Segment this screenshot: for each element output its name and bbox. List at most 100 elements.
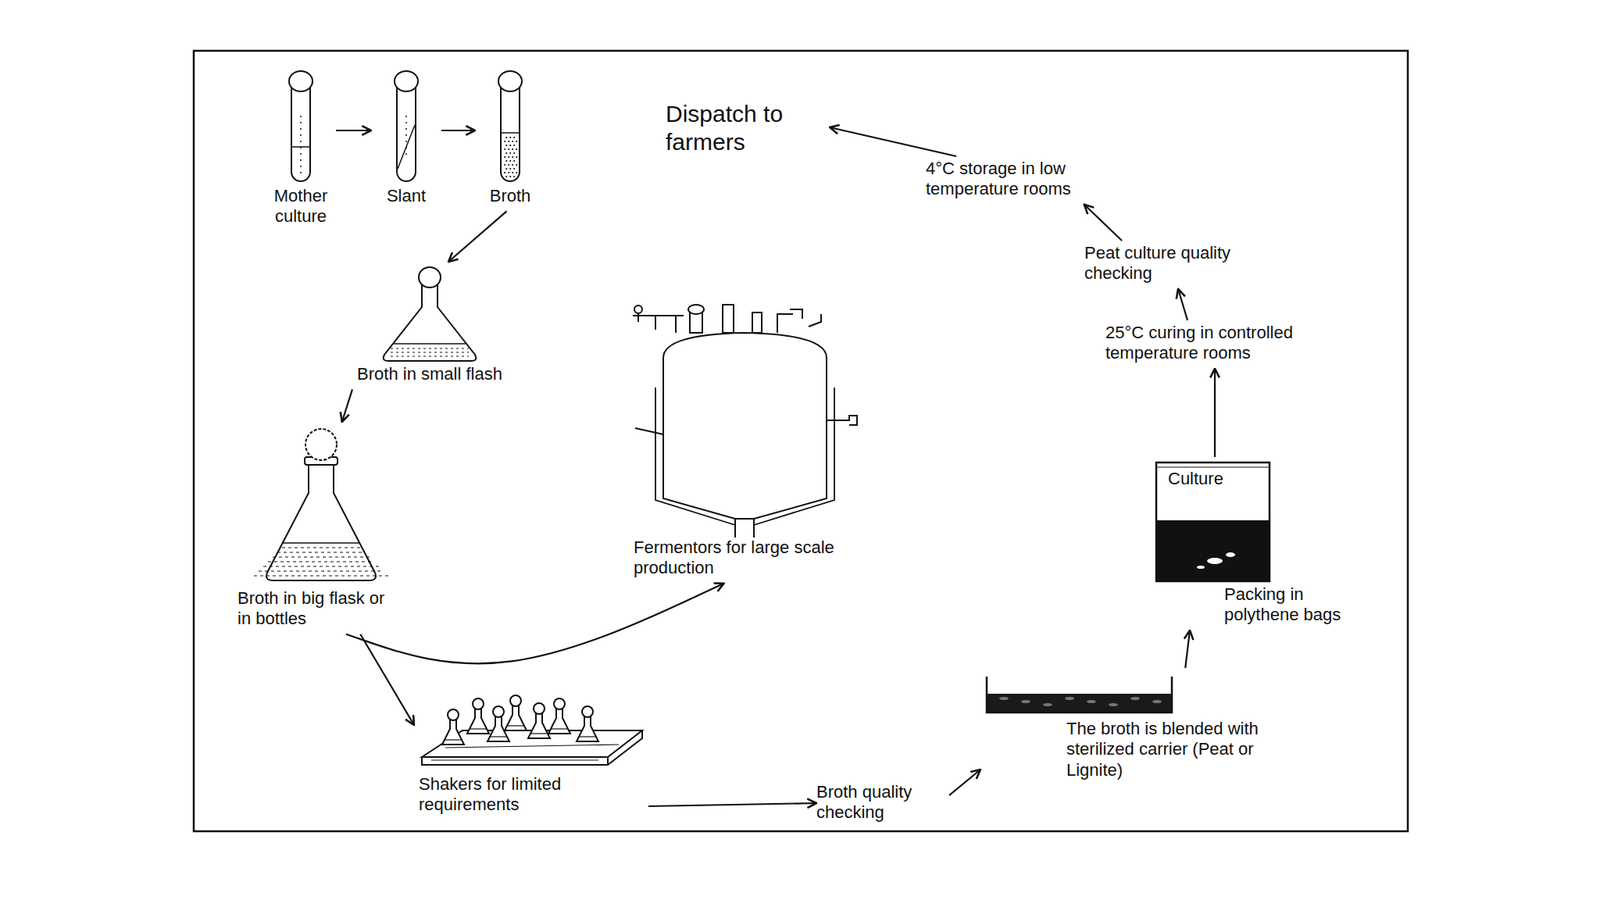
broth-dot [513, 160, 515, 162]
broth-dot [509, 144, 511, 147]
broth-dot [511, 156, 514, 158]
flow-arrow [342, 389, 353, 422]
broth-texture [258, 570, 384, 572]
flow-arrow [1185, 630, 1190, 668]
stage-label: 4°C storage in low temperature rooms [925, 158, 1122, 200]
bag-label: Culture [1167, 468, 1224, 490]
broth-dot [505, 160, 508, 162]
broth-dot [503, 164, 506, 166]
shaker-flask [548, 708, 571, 734]
port [752, 312, 762, 333]
broth-texture [390, 351, 469, 353]
outlet-pipe [735, 518, 754, 538]
carrier-grain [1086, 700, 1097, 704]
border-frame [193, 50, 1408, 832]
broth-dot [515, 164, 518, 166]
broth-texture [253, 575, 389, 576]
broth-dot [511, 140, 514, 143]
broth-dot [515, 171, 518, 174]
stage-illustration [371, 68, 442, 186]
stage-label: Peat culture quality checking [1084, 242, 1268, 285]
stage-illustration [234, 424, 438, 589]
bag-contents [1156, 520, 1270, 582]
stage-label: Fermentors for large scale production [633, 537, 865, 579]
broth-dot [505, 167, 508, 170]
broth-texture [390, 355, 469, 357]
flow-arrow [346, 583, 725, 664]
platform-line [431, 744, 619, 761]
stage-illustration [312, 264, 547, 365]
broth-texture [390, 347, 469, 349]
flask [266, 460, 376, 581]
test-tube [500, 87, 520, 182]
stage-illustration [475, 68, 546, 186]
inoculum-streak [300, 115, 302, 179]
broth-dot [505, 136, 508, 139]
flow-arrow [441, 129, 475, 132]
broth-texture [267, 560, 375, 562]
cotton-plug [533, 703, 545, 715]
flask [383, 282, 476, 361]
shaker-flask [442, 719, 465, 745]
cotton-plug [289, 71, 313, 92]
port-cap [688, 304, 704, 315]
flow-arrow [648, 803, 817, 807]
stage-illustration [414, 678, 649, 775]
broth-dot [505, 144, 508, 147]
cooling-jacket [655, 387, 835, 525]
broth-level [470, 728, 486, 729]
cotton-plug [447, 709, 459, 721]
cotton-plug [305, 428, 337, 461]
bag-seal [1156, 466, 1270, 468]
broth-dot [513, 144, 515, 147]
broth-level [282, 542, 360, 544]
broth-dot [507, 171, 510, 174]
process-stage: Dispatch to farmers [665, 97, 830, 161]
shaker-flask [467, 708, 490, 734]
broth-level [579, 735, 596, 737]
process-stage: Slant [371, 66, 442, 211]
process-stage: Fermentors for large scale production [628, 300, 879, 584]
broth-dot [515, 156, 518, 158]
illustration [312, 264, 547, 365]
broth-dot [507, 156, 510, 158]
stage-label: Mother culture [265, 185, 336, 228]
broth-dot [505, 175, 508, 178]
flow-arrow [1214, 368, 1216, 458]
illustration [371, 68, 442, 186]
process-stage: 25°C curing in controlled temperature ro… [1105, 320, 1379, 369]
flow-arrow [448, 210, 508, 262]
process-stage: Shakers for limited requirements [414, 676, 649, 821]
carrier-grain [1042, 703, 1053, 707]
process-stage: Broth in big flask or in bottles [234, 421, 438, 635]
stage-label: Broth quality checking [816, 782, 946, 824]
stage-illustration [980, 670, 1278, 719]
valve [634, 305, 643, 314]
broth-dot [513, 152, 515, 154]
shaker-flask [576, 716, 599, 742]
illustration [475, 68, 546, 186]
broth-dot [503, 171, 506, 174]
broth-level [445, 739, 461, 740]
test-tube [291, 87, 311, 182]
illustration [628, 303, 879, 538]
fermentor-vessel [663, 332, 827, 519]
stage-label: The broth is blended with sterilized car… [1066, 718, 1272, 781]
process-stage: Broth [475, 66, 546, 211]
broth-dot [507, 148, 510, 150]
broth-level [393, 342, 466, 345]
stage-label: Slant [371, 185, 442, 207]
broth-dot [509, 152, 511, 154]
stage-label: Broth in small flash [312, 364, 547, 385]
stage-label: Broth [475, 185, 546, 207]
cotton-plug [553, 698, 565, 710]
flow-arrow [1178, 289, 1188, 321]
broth-dot [513, 167, 515, 170]
broth-dot [509, 167, 511, 170]
carrier-grain [1108, 703, 1118, 707]
cotton-plug [492, 706, 504, 718]
cotton-plug [394, 71, 418, 92]
broth-dot [515, 148, 518, 150]
illustration [980, 670, 1278, 719]
sampling-port [777, 309, 822, 333]
